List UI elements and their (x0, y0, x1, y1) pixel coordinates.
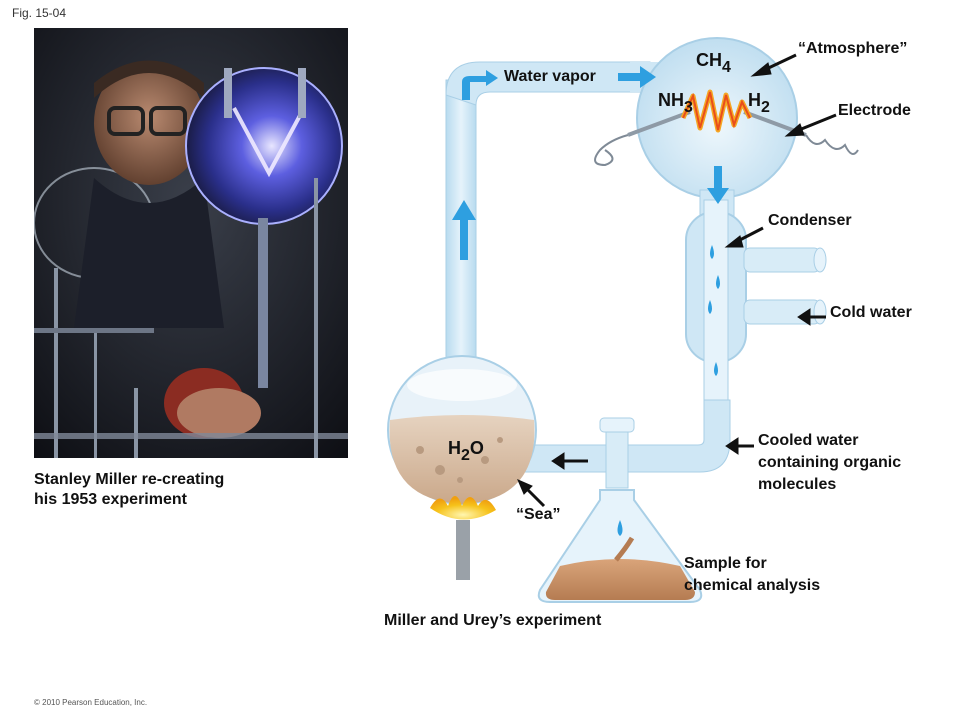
label-h2o: H2O (448, 438, 484, 464)
diagram-title: Miller and Urey’s experiment (384, 612, 602, 629)
arrow-up-vapor (452, 200, 476, 260)
burner (430, 496, 496, 580)
arrow-down-condenser (707, 166, 729, 204)
label-nh3: NH3 (658, 90, 693, 116)
cooled-water-line-3: molecules (758, 476, 837, 493)
ch4-base: CH (696, 50, 722, 70)
label-h2: H2 (748, 90, 770, 116)
copyright: © 2010 Pearson Education, Inc. (34, 698, 148, 707)
label-ch4: CH4 (696, 50, 731, 76)
flow-arrows (452, 66, 729, 260)
photo-caption-line-2: his 1953 experiment (34, 491, 187, 508)
vapor-tube (445, 61, 670, 381)
cooled-water-line-2: containing organic (758, 454, 902, 471)
label-electrode: Electrode (838, 102, 911, 119)
photo-caption-line-1: Stanley Miller re-creating (34, 471, 225, 488)
label-sea: “Sea” (516, 506, 561, 523)
label-cooled-water: Cooled water containing organic molecule… (758, 430, 901, 496)
stanley-miller-photo (34, 28, 348, 458)
sample-line-1: Sample for (684, 555, 767, 572)
condenser (685, 199, 827, 401)
figure-label: Fig. 15-04 (12, 6, 67, 20)
pointer-arrows (517, 53, 837, 508)
label-atmosphere: “Atmosphere” (798, 40, 908, 57)
photo-caption: Stanley Miller re-creating his 1953 expe… (34, 470, 294, 510)
label-water-vapor: Water vapor (504, 68, 596, 85)
sample-line-2: chemical analysis (684, 577, 821, 594)
h2o-tail: O (469, 438, 484, 458)
label-sample: Sample for chemical analysis (684, 553, 820, 597)
nh3-base: NH (658, 90, 684, 110)
arrow-right-vapor (618, 66, 656, 88)
label-condenser: Condenser (768, 212, 852, 229)
nh3-sub: 3 (684, 99, 693, 116)
h2-base: H (748, 90, 761, 110)
h2o-base: H (448, 438, 461, 458)
cooled-water-line-1: Cooled water (758, 432, 859, 449)
h2o-sub: 2 (461, 447, 470, 464)
h2-sub: 2 (761, 99, 770, 116)
sea-flask (387, 355, 537, 505)
label-cold-water: Cold water (830, 304, 912, 321)
sample-flask (537, 417, 703, 603)
arrow-corner-vapor (462, 70, 498, 100)
ch4-sub: 4 (722, 59, 731, 76)
